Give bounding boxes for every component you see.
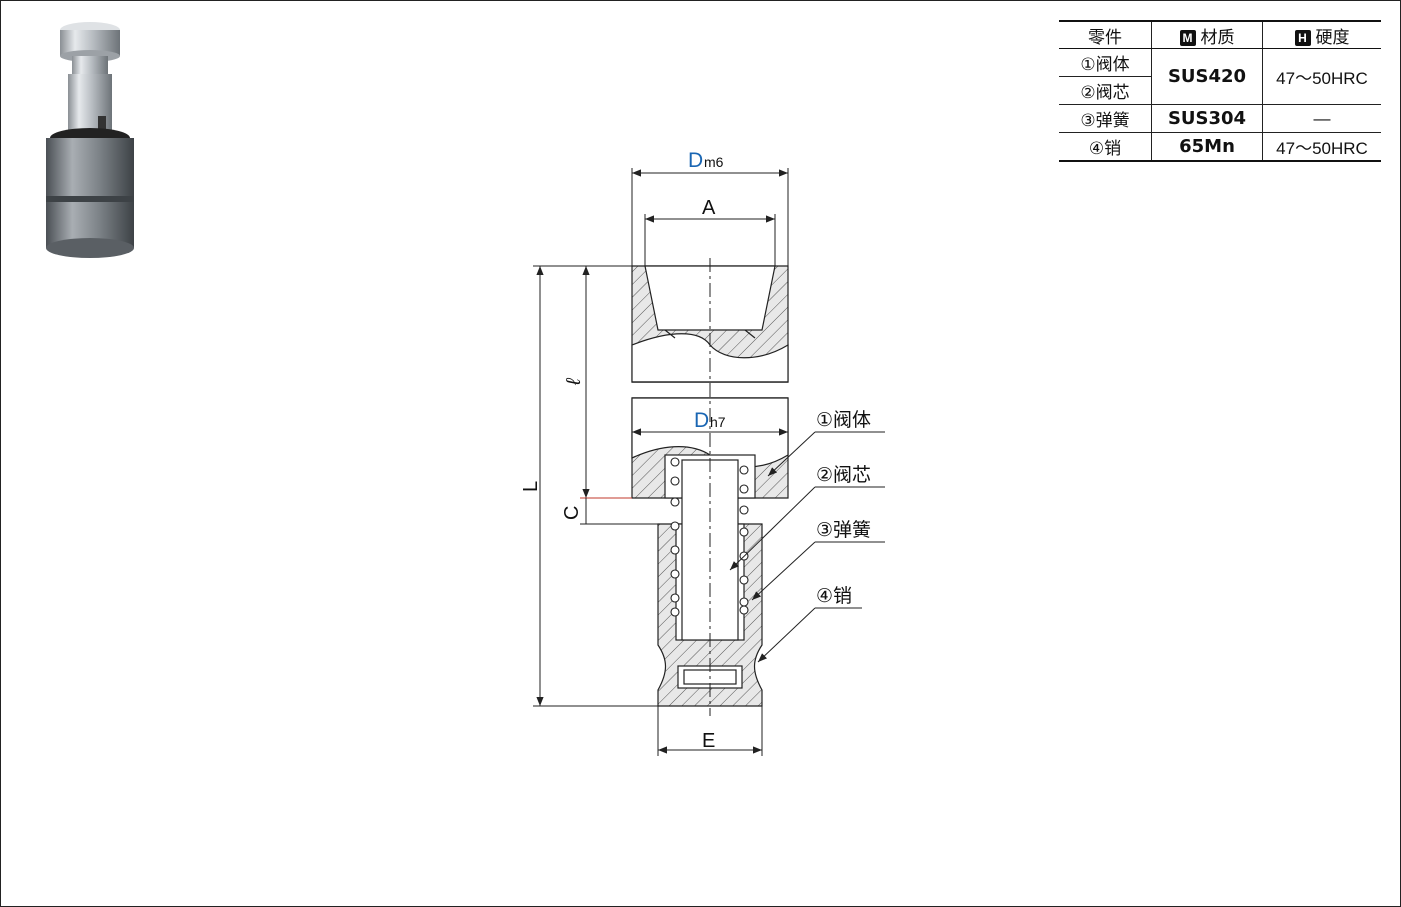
material-cell: 65Mn <box>1151 132 1263 162</box>
header-material-label: 材质 <box>1200 27 1235 48</box>
table-row: ②阀芯 <box>1059 76 1381 105</box>
dim-C-label: C <box>561 506 583 520</box>
hardness-cell: 47～50HRC <box>1262 48 1381 105</box>
hardness-cell: 47～50HRC <box>1262 132 1381 162</box>
dim-E-label: E <box>702 730 715 752</box>
spring-coils <box>670 457 749 617</box>
callout-valve-body: ①阀体 <box>816 409 871 431</box>
table-row: ④销 65Mn 47～50HRC <box>1059 132 1381 162</box>
dim-A-label: A <box>702 197 716 219</box>
dim-D-inner-label: D <box>694 409 709 432</box>
header-hardness-label: 硬度 <box>1315 27 1350 48</box>
callout-pin: ④销 <box>816 585 852 607</box>
material-cell: SUS304 <box>1151 104 1263 133</box>
material-cell: SUS420 <box>1151 48 1263 105</box>
callout-valve-core: ②阀芯 <box>816 464 871 486</box>
part-cell: ①阀体 <box>1059 48 1152 77</box>
part-cell: ③弹簧 <box>1059 104 1152 133</box>
table-row: ①阀体 SUS420 47～50HRC <box>1059 48 1381 105</box>
hardness-badge-icon: H <box>1294 29 1311 46</box>
dim-ell-label: ℓ <box>563 377 585 386</box>
header-part: 零件 <box>1059 20 1152 49</box>
dim-D-outer-subscript: m6 <box>704 154 724 170</box>
hardness-cell: — <box>1262 104 1381 133</box>
table-row: ③弹簧 SUS304 — <box>1059 104 1381 133</box>
dim-L-label: L <box>520 481 542 492</box>
product-photo <box>46 22 134 258</box>
dim-D-inner-subscript: h7 <box>710 414 726 430</box>
material-badge-icon: M <box>1179 29 1196 46</box>
part-cell: ④销 <box>1059 132 1152 162</box>
dim-D-outer-label: D <box>688 149 703 172</box>
part-cell: ②阀芯 <box>1059 76 1152 105</box>
callout-spring: ③弹簧 <box>816 519 871 541</box>
